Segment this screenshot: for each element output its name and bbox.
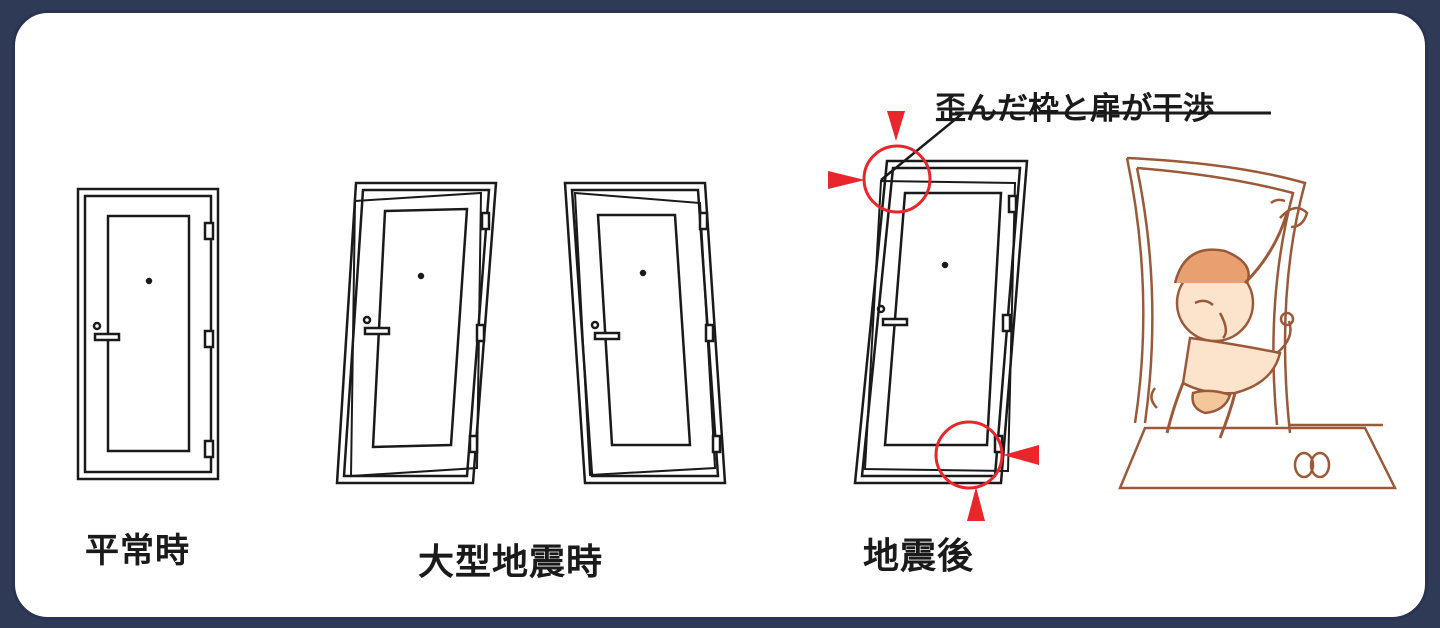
diagram-panel: 平常時 大型地震時 地震後 歪んだ枠と扉が干渉: [12, 10, 1428, 620]
door-icon-normal: [76, 187, 220, 481]
diagram-art: [76, 111, 1398, 521]
interference-circle-bottom: [934, 420, 1004, 490]
trapped-person-illustration: [1118, 156, 1398, 490]
tilted-door-icon-1: [335, 181, 498, 485]
label-normal: 平常時: [85, 531, 190, 571]
leader-line: [880, 112, 964, 181]
interference-circle-top: [862, 144, 932, 214]
label-after-earthquake: 地震後: [863, 536, 975, 577]
label-earthquake: 大型地震時: [418, 542, 604, 583]
label-interference-note: 歪んだ枠と扉が干渉: [935, 91, 1214, 127]
tilted-door-icon-2: [563, 181, 727, 485]
interference-arrows: [828, 111, 1039, 521]
